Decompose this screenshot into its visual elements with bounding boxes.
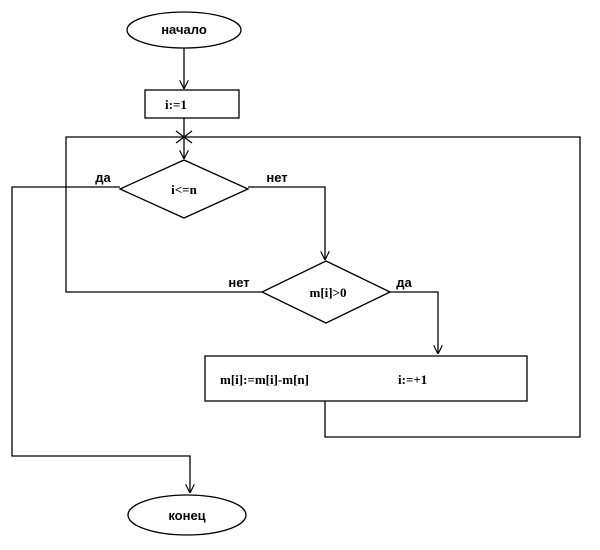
condition2-label: m[i]>0 [309,285,346,300]
start-terminal: начало [126,11,242,49]
init-box [144,89,240,119]
condition1-decision: i<=n [118,159,250,219]
action-box [204,355,528,402]
connector-action-loop [184,136,581,438]
condition2-decision: m[i]>0 [260,260,392,324]
condition1-label: i<=n [171,182,197,197]
init-label: i:=1 [165,97,187,112]
condition2-no-label: нет [228,275,249,290]
end-ellipse [127,494,247,536]
condition1-yes-label: да [95,170,111,185]
connector-condition2-yes-action [390,291,438,354]
end-terminal: конец [127,494,247,536]
connector-condition1-yes-end [11,186,190,493]
condition1-diamond [118,159,250,219]
connector-condition2-no-loop [65,136,262,293]
connector-condition1-no-condition2 [248,186,325,260]
condition2-yes-label: да [396,275,412,290]
action-block: m[i]:=m[i]-m[n] i:=+1 [204,355,528,402]
action2-label: i:=+1 [398,372,427,387]
start-label: начало [161,22,207,37]
condition1-no-label: нет [266,170,287,185]
condition2-diamond [260,260,392,324]
init-block: i:=1 [144,89,240,119]
action1-label: m[i]:=m[i]-m[n] [220,372,309,387]
end-label: конец [168,508,205,523]
